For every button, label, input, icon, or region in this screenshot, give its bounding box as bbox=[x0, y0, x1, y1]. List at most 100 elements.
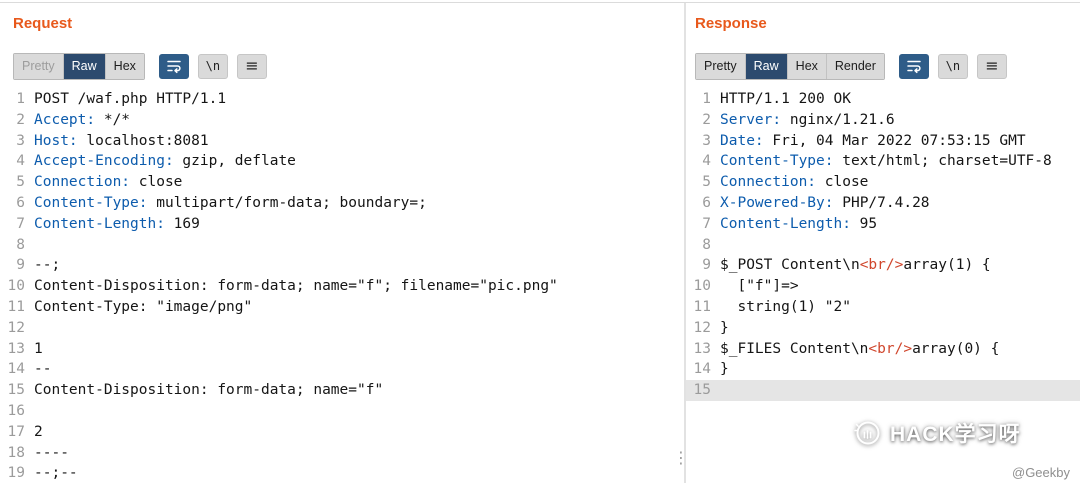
line-text: } bbox=[711, 359, 729, 380]
line-number: 8 bbox=[702, 236, 711, 253]
code-text: HTTP/1.1 200 OK bbox=[720, 91, 851, 107]
line-text bbox=[711, 380, 720, 401]
code-line[interactable]: 14-- bbox=[0, 359, 684, 380]
word-wrap-toggle[interactable] bbox=[158, 53, 189, 79]
code-text: ["f"]=> bbox=[720, 278, 799, 295]
code-line[interactable]: 8 bbox=[0, 235, 684, 256]
code-line[interactable]: 12 bbox=[0, 318, 684, 339]
header-name: Connection: bbox=[720, 174, 817, 191]
header-name: Connection: bbox=[34, 174, 131, 191]
tab-render[interactable]: Render bbox=[825, 54, 884, 79]
line-number: 9 bbox=[16, 257, 25, 274]
header-name: X-Powered-By: bbox=[720, 194, 834, 211]
tab-pretty[interactable]: Pretty bbox=[696, 54, 745, 79]
code-text: 2 bbox=[34, 423, 43, 440]
code-line[interactable]: 18---- bbox=[0, 443, 684, 464]
code-line[interactable]: 16 bbox=[0, 401, 684, 422]
line-number: 17 bbox=[7, 423, 25, 440]
code-text: POST /waf.php HTTP/1.1 bbox=[34, 91, 227, 107]
line-number: 11 bbox=[693, 298, 711, 315]
line-number: 12 bbox=[693, 319, 711, 336]
request-toolbar: Pretty Raw Hex \n ≡ bbox=[13, 53, 267, 80]
editor-menu-button[interactable]: ≡ bbox=[976, 53, 1007, 79]
code-line[interactable]: 11 string(1) "2" bbox=[686, 297, 1080, 318]
tab-raw[interactable]: Raw bbox=[744, 54, 787, 79]
line-number: 8 bbox=[16, 236, 25, 253]
panel-divider-handle[interactable]: ⋮ bbox=[673, 450, 689, 466]
line-text: } bbox=[711, 318, 729, 339]
line-number: 15 bbox=[693, 382, 711, 399]
watermark-text: HACK学习呀 bbox=[890, 423, 1021, 446]
tab-pretty[interactable]: Pretty bbox=[14, 54, 63, 79]
watermark: HACK学习呀 bbox=[852, 418, 1021, 448]
code-line[interactable]: 13$_FILES Content\n<br/>array(0) { bbox=[686, 339, 1080, 360]
show-newlines-toggle[interactable]: \n bbox=[197, 53, 228, 79]
editor-menu-button[interactable]: ≡ bbox=[236, 53, 267, 79]
line-number: 15 bbox=[7, 382, 25, 399]
word-wrap-icon bbox=[167, 61, 181, 74]
line-text bbox=[25, 318, 34, 339]
code-line[interactable]: 8 bbox=[686, 235, 1080, 256]
header-name: Accept: bbox=[34, 111, 96, 128]
html-tag: <br/> bbox=[868, 340, 913, 357]
code-line[interactable]: 10 ["f"]=> bbox=[686, 276, 1080, 297]
line-number: 3 bbox=[16, 132, 25, 149]
line-number: 9 bbox=[702, 257, 711, 274]
line-text: ---- bbox=[25, 443, 69, 464]
tab-raw[interactable]: Raw bbox=[62, 54, 105, 79]
code-line[interactable]: 9--; bbox=[0, 255, 684, 276]
hamburger-icon: ≡ bbox=[985, 56, 999, 76]
tab-hex[interactable]: Hex bbox=[786, 54, 826, 79]
newline-icon: \n bbox=[205, 59, 221, 74]
code-text: multipart/form-data; boundary=; bbox=[147, 194, 427, 211]
line-number: 11 bbox=[7, 298, 25, 315]
code-text: close bbox=[130, 174, 183, 191]
line-text: Server: nginx/1.21.6 bbox=[711, 110, 895, 131]
tab-hex[interactable]: Hex bbox=[104, 54, 144, 79]
code-line[interactable]: 14} bbox=[686, 359, 1080, 380]
line-text: Accept: */* bbox=[25, 110, 130, 131]
code-text: $_POST Content\n bbox=[720, 257, 860, 274]
code-line[interactable]: 19--;-- bbox=[0, 463, 684, 483]
line-text: Content-Length: 95 bbox=[711, 214, 877, 235]
code-line[interactable]: 15 bbox=[686, 380, 1080, 401]
code-text: gzip, deflate bbox=[173, 153, 296, 170]
line-number: 5 bbox=[702, 174, 711, 191]
code-line[interactable]: 12} bbox=[686, 318, 1080, 339]
code-text: */* bbox=[95, 111, 131, 128]
code-line[interactable]: 17 2 bbox=[0, 422, 684, 443]
header-name: Content-Length: bbox=[34, 215, 165, 232]
line-text bbox=[25, 235, 34, 256]
line-text bbox=[711, 235, 720, 256]
line-text: Connection: close bbox=[711, 172, 868, 193]
line-text: -- bbox=[25, 359, 51, 380]
line-text: Content-Type: multipart/form-data; bound… bbox=[25, 193, 427, 214]
drag-handle-icon: ⋮ bbox=[673, 448, 689, 467]
word-wrap-toggle[interactable] bbox=[898, 53, 929, 79]
code-text: PHP/7.4.28 bbox=[833, 194, 930, 211]
line-text: HTTP/1.1 200 OK bbox=[711, 89, 851, 110]
show-newlines-toggle[interactable]: \n bbox=[937, 53, 968, 79]
code-line[interactable]: 9$_POST Content\n<br/>array(1) { bbox=[686, 255, 1080, 276]
